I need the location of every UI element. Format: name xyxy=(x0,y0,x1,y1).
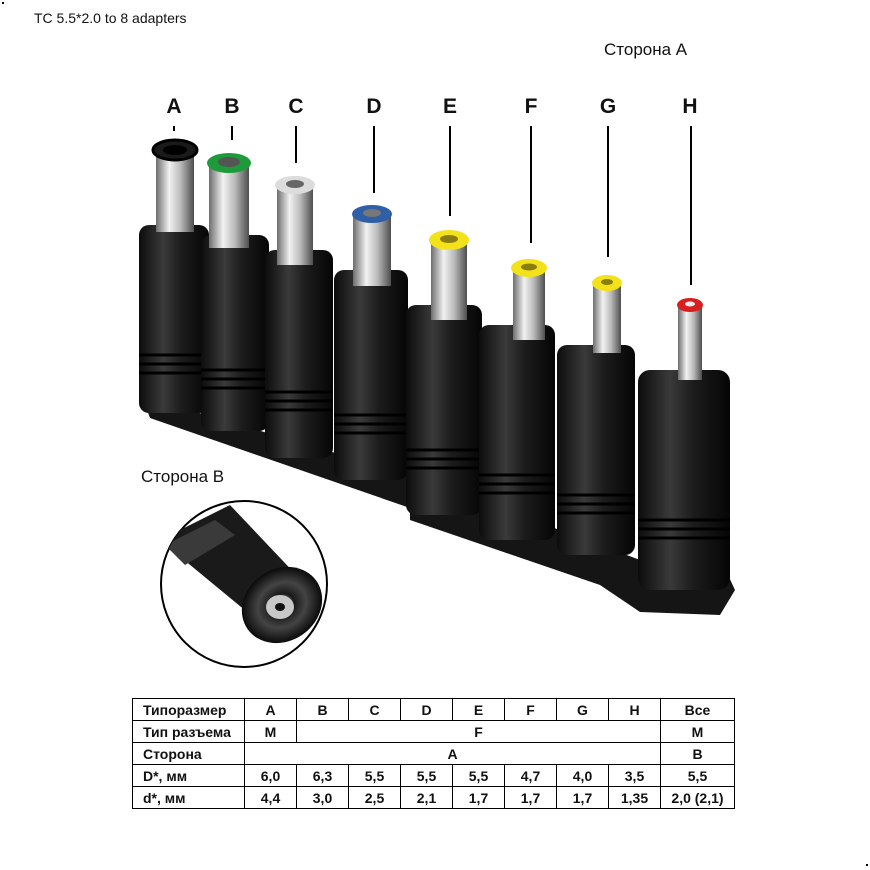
inner-d-cell: 1,35 xyxy=(608,786,661,809)
corner-mark xyxy=(2,2,4,4)
side-a-label: Сторона А xyxy=(604,40,688,59)
outer-d-cell: 4,0 xyxy=(556,764,609,787)
adapter-a xyxy=(139,138,209,413)
adapter-letter-e: E xyxy=(442,95,457,118)
inner-d-cell: 4,4 xyxy=(244,786,297,809)
outer-d-cell: 5,5 xyxy=(400,764,453,787)
inner-d-cell: 2,5 xyxy=(348,786,401,809)
leader-line-a xyxy=(173,126,175,131)
outer-d-cell: 6,3 xyxy=(296,764,349,787)
adapter-g xyxy=(557,275,635,555)
leader-line-e xyxy=(449,126,451,216)
leader-line-c xyxy=(295,126,297,163)
outer-d-cell: 6,0 xyxy=(244,764,297,787)
size-cell: A xyxy=(244,698,297,721)
outer-d-cell: 3,5 xyxy=(608,764,661,787)
adapter-b xyxy=(201,153,269,431)
size-cell: D xyxy=(400,698,453,721)
adapter-letter-d: D xyxy=(366,95,382,118)
side-cell-all: B xyxy=(660,742,735,765)
table-row-connector: Тип разъема M F M xyxy=(132,720,735,743)
connector-cell: M xyxy=(244,720,297,743)
side-b-label: Сторона В xyxy=(141,467,225,486)
side-cell: A xyxy=(244,742,661,765)
row-label-connector: Тип разъема xyxy=(132,720,245,743)
adapter-letter-b: B xyxy=(224,95,240,118)
leader-line-h xyxy=(690,126,692,285)
size-cell: F xyxy=(504,698,557,721)
adapter-c xyxy=(265,176,333,458)
adapter-letter-h: H xyxy=(682,95,698,118)
leader-line-g xyxy=(607,126,609,257)
size-cell: B xyxy=(296,698,349,721)
table-row-size: Типоразмер A B C D E F G H Все xyxy=(132,698,735,721)
spec-table: Типоразмер A B C D E F G H Все Тип разъе… xyxy=(132,698,735,809)
adapter-d xyxy=(334,205,408,480)
row-label-inner-d: d*, мм xyxy=(132,786,245,809)
outer-d-cell: 4,7 xyxy=(504,764,557,787)
row-label-side: Сторона xyxy=(132,742,245,765)
connector-cell-all: M xyxy=(660,720,735,743)
product-title: TC 5.5*2.0 to 8 adapters xyxy=(34,10,187,26)
outer-d-cell-all: 5,5 xyxy=(660,764,735,787)
inner-d-cell: 1,7 xyxy=(452,786,505,809)
connector-cell: F xyxy=(296,720,661,743)
adapter-set-photo xyxy=(139,138,735,668)
row-label-outer-d: D*, мм xyxy=(132,764,245,787)
side-b-inset xyxy=(160,500,328,668)
adapter-letter-g: G xyxy=(599,95,617,118)
outer-d-cell: 5,5 xyxy=(348,764,401,787)
outer-d-cell: 5,5 xyxy=(452,764,505,787)
table-row-outer-d: D*, мм 6,0 6,3 5,5 5,5 5,5 4,7 4,0 3,5 5… xyxy=(132,764,735,787)
inner-d-cell: 1,7 xyxy=(556,786,609,809)
adapter-h xyxy=(638,298,730,590)
adapter-letter-c: C xyxy=(288,95,304,118)
inner-d-cell-all: 2,0 (2,1) xyxy=(660,786,735,809)
corner-mark xyxy=(866,864,868,866)
size-cell: H xyxy=(608,698,661,721)
table-row-inner-d: d*, мм 4,4 3,0 2,5 2,1 1,7 1,7 1,7 1,35 … xyxy=(132,786,735,809)
size-cell-all: Все xyxy=(660,698,735,721)
size-cell: E xyxy=(452,698,505,721)
inner-d-cell: 1,7 xyxy=(504,786,557,809)
leader-line-f xyxy=(530,126,532,243)
size-cell: G xyxy=(556,698,609,721)
adapter-e xyxy=(406,230,482,515)
row-label-size: Типоразмер xyxy=(132,698,245,721)
adapter-letter-a: A xyxy=(166,95,182,118)
size-cell: C xyxy=(348,698,401,721)
leader-line-d xyxy=(373,126,375,193)
inner-d-cell: 2,1 xyxy=(400,786,453,809)
leader-line-b xyxy=(231,126,233,140)
adapter-f xyxy=(479,259,555,540)
inner-d-cell: 3,0 xyxy=(296,786,349,809)
table-row-side: Сторона A B xyxy=(132,742,735,765)
adapter-letter-f: F xyxy=(524,95,538,118)
